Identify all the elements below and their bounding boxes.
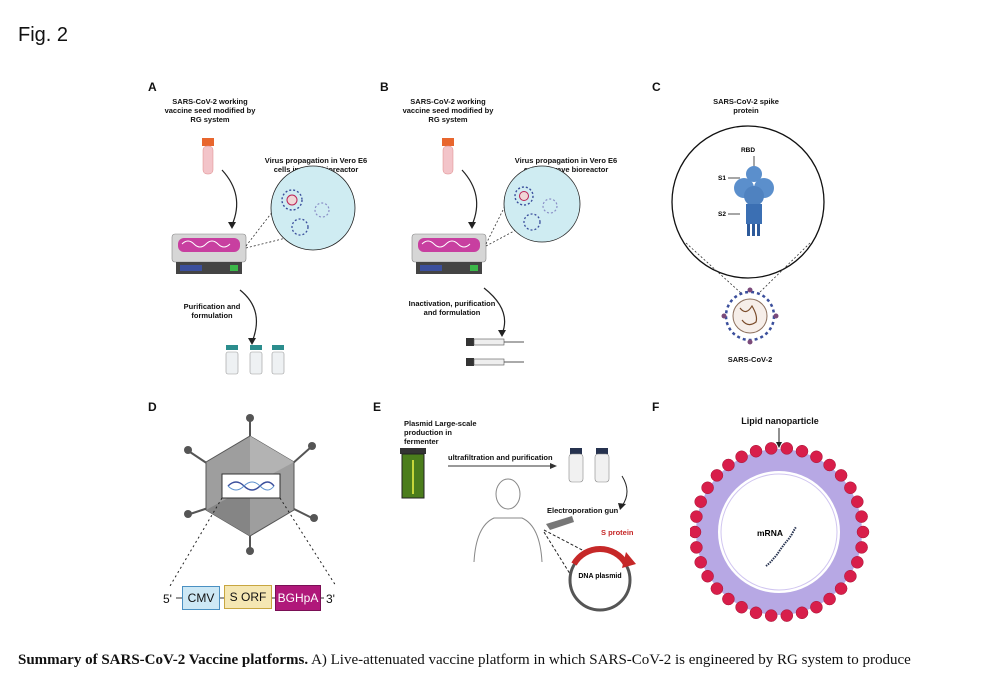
panel-b-propagation-label: Virus propagation in Vero E6 cells in wa… — [514, 156, 618, 174]
lipid-head — [855, 510, 868, 523]
figure-caption: Summary of SARS-CoV-2 Vaccine platforms.… — [18, 652, 911, 669]
panel-e-illustration: DNA plasmid — [400, 448, 636, 612]
panel-f-illustration: mRNA — [690, 428, 870, 622]
dna-plasmid-label: DNA plasmid — [578, 573, 621, 580]
panel-b-seed-label: SARS-CoV-2 working vaccine seed modified… — [402, 97, 494, 124]
lipid-head — [834, 469, 848, 482]
s-orf-box: S ORF — [224, 585, 272, 609]
adenovirus-vector-icon — [184, 414, 318, 555]
panel-c-virus-label: SARS-CoV-2 — [727, 355, 773, 364]
spike-protein-icon — [734, 166, 774, 236]
lipid-head — [810, 450, 823, 464]
plasmid-vials-icon — [568, 448, 610, 483]
s1-label: S1 — [718, 175, 726, 182]
lipid-head — [735, 450, 748, 464]
lipid-head — [690, 541, 703, 554]
caption-bold: Summary of SARS-CoV-2 Vaccine platforms. — [18, 652, 309, 668]
ultrafiltration-label: ultrafiltration and purification — [448, 453, 553, 462]
lipid-head — [810, 600, 823, 614]
s2-label: S2 — [718, 211, 726, 218]
panel-letter-a: A — [148, 80, 157, 94]
panel-c-spike-label: SARS-CoV-2 spike protein — [713, 97, 779, 115]
syringe-icon — [466, 358, 524, 366]
wave-bioreactor-icon — [171, 233, 247, 274]
panel-letter-e: E — [373, 400, 382, 414]
lipid-head — [710, 469, 724, 482]
vaccine-vials-icon — [225, 345, 285, 375]
mrna-strand — [765, 526, 797, 567]
lipid-head — [851, 495, 864, 508]
electroporation-gun-label: Electroporation gun — [547, 506, 619, 515]
five-prime-label: 5' — [163, 592, 172, 606]
syringe-icon — [466, 338, 524, 346]
lipid-head — [694, 495, 707, 508]
panel-a-seed-label: SARS-CoV-2 working vaccine seed modified… — [164, 97, 256, 124]
lipid-head — [701, 569, 714, 583]
lipid-head — [795, 606, 809, 620]
lipid-head — [690, 510, 703, 523]
fermenter-icon — [400, 448, 426, 499]
lipid-nanoparticle-icon — [690, 442, 870, 622]
lipid-head — [844, 481, 857, 495]
panel-a-purification-label: Purification and formulation — [183, 302, 241, 320]
lipid-head — [851, 556, 864, 569]
panel-letter-d: D — [148, 400, 157, 414]
caption-text: A) Live-attenuated vaccine platform in w… — [308, 652, 911, 668]
lipid-head — [780, 609, 794, 622]
electroporation-gun-icon — [546, 516, 574, 530]
lipid-head — [856, 525, 870, 539]
lipid-head — [694, 556, 707, 569]
panel-letter-b: B — [380, 80, 389, 94]
seed-tube-icon — [442, 138, 454, 175]
lipid-head — [764, 609, 778, 622]
dna-plasmid-circle — [568, 545, 636, 612]
three-prime-label: 3' — [326, 592, 335, 606]
panel-b-illustration — [411, 138, 581, 366]
virus-propagation-circle — [270, 165, 356, 251]
lipid-head — [780, 442, 794, 455]
lipid-head — [690, 525, 702, 539]
lipid-nanoparticle-label: Lipid nanoparticle — [741, 416, 819, 426]
lipid-head — [749, 606, 763, 620]
panel-letter-f: F — [652, 400, 660, 414]
plasmid-production-label: Plasmid Large-scale production in fermen… — [404, 419, 477, 446]
lipid-head — [855, 541, 868, 554]
lipid-head — [764, 442, 778, 455]
sars-cov-2-virus-icon — [721, 287, 779, 345]
lipid-head — [722, 458, 735, 472]
lipid-head — [749, 444, 763, 458]
rbd-label: RBD — [741, 147, 755, 154]
wave-bioreactor-icon — [411, 233, 487, 274]
lipid-head — [834, 582, 848, 595]
lipid-head — [823, 458, 836, 472]
bghpa-box: BGHpA — [275, 585, 321, 611]
lipid-head — [735, 600, 748, 614]
panel-letter-c: C — [652, 80, 661, 94]
panel-b-purification-label: Inactivation, purification and formulati… — [408, 299, 496, 317]
panel-d-illustration — [169, 414, 337, 599]
panel-a-illustration — [171, 138, 356, 375]
human-torso-icon — [473, 478, 543, 563]
figure-title: Fig. 2 — [18, 24, 69, 46]
lipid-head — [722, 592, 735, 606]
cmv-promoter-box: CMV — [182, 586, 220, 610]
lipid-head — [701, 481, 714, 495]
mrna-label: mRNA — [757, 528, 783, 538]
s-protein-label: S protein — [601, 528, 634, 537]
lipid-head — [844, 569, 857, 583]
virus-propagation-circle — [503, 165, 581, 243]
lipid-head — [710, 582, 724, 595]
panel-c-illustration: RBD S1 S2 — [671, 125, 825, 345]
lipid-head — [823, 592, 836, 606]
lipid-head — [795, 444, 809, 458]
seed-tube-icon — [202, 138, 214, 175]
